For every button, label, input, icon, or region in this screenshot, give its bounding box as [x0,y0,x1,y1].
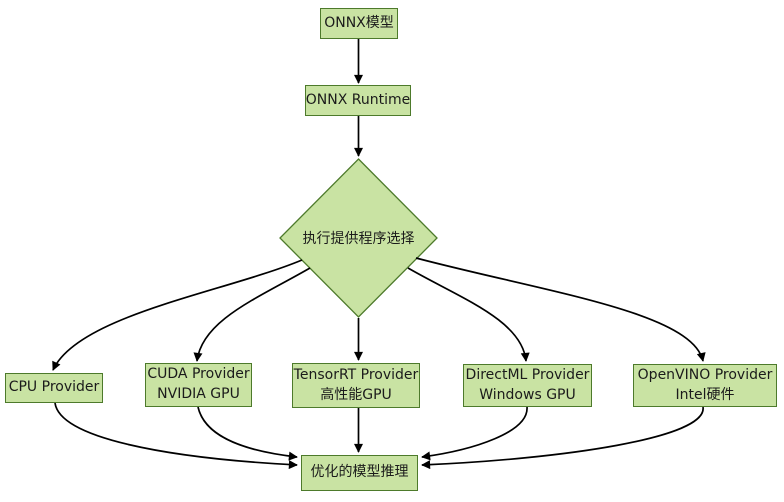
decision-diamond [279,158,438,318]
node-cpu-provider: CPU Provider [5,373,103,403]
node-openvino-provider: OpenVINO Provider Intel硬件 [633,364,777,407]
node-cuda-provider-line2: NVIDIA GPU [157,386,240,402]
node-onnx-runtime: ONNX Runtime [305,85,411,116]
edge-cuda-to-optimized [197,406,298,461]
edge-directml-to-optimized [421,406,528,461]
node-directml-provider: DirectML Provider Windows GPU [463,364,592,407]
edge-cpu-to-optimized [54,402,298,470]
edge-decision-to-cuda [193,267,311,362]
edge-openvino-to-optimized [421,406,704,470]
edge-decision-to-openvino [415,257,706,362]
node-cpu-provider-label: CPU Provider [8,379,100,396]
node-onnx-runtime-label: ONNX Runtime [305,91,411,108]
edge-decision-to-directml [407,267,530,362]
node-tensorrt-provider-line1: TensorRT Provider [293,366,419,383]
node-openvino-provider-line2: Intel硬件 [675,386,735,403]
node-directml-provider-line2: Windows GPU [479,386,576,403]
node-decision-label: 执行提供程序选择 [302,231,415,247]
node-optimized-inference: 优化的模型推理 [301,455,418,491]
node-tensorrt-provider: TensorRT Provider 高性能GPU [292,363,420,408]
node-cuda-provider: CUDA Provider NVIDIA GPU [145,363,252,407]
node-onnx-model-label: ONNX模型 [324,14,394,31]
node-directml-provider-line1: DirectML Provider [465,366,590,383]
node-openvino-provider-line1: OpenVINO Provider [637,366,773,383]
node-onnx-model: ONNX模型 [320,8,398,39]
node-optimized-inference-label: 优化的模型推理 [310,464,409,481]
node-cuda-provider-line1: CUDA Provider [147,366,250,383]
edge-decision-to-cpu [52,259,303,371]
node-tensorrt-provider-line2: 高性能GPU [320,386,392,403]
